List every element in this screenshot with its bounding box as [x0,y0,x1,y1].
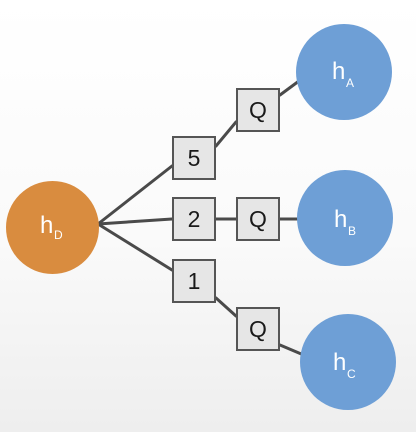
node-h-d-label: h [40,212,54,239]
q-box-c: Q [236,307,280,351]
edge-1-qc [214,296,238,318]
node-h-d-subscript: D [54,228,63,242]
node-h-a: h A [296,24,392,120]
node-h-b: h B [297,170,393,266]
weight-box-2: 2 [172,197,216,241]
node-h-c-label: h [333,349,347,376]
node-h-a-label: h [332,58,346,85]
edge-d-5 [96,164,174,226]
weight-box-1: 1 [172,259,216,303]
edge-d-1 [96,222,174,272]
q-box-b: Q [236,197,280,241]
node-h-c: h C [300,314,396,410]
edge-d-2 [96,217,174,226]
node-h-b-subscript: B [348,224,357,238]
node-h-b-label: h [334,206,348,233]
q-box-a: Q [236,88,280,132]
weight-box-5: 5 [172,136,216,180]
edge-5-qa [214,120,238,148]
node-h-d: h D [6,181,99,274]
node-h-a-subscript: A [346,76,355,90]
node-h-c-subscript: C [347,367,356,381]
